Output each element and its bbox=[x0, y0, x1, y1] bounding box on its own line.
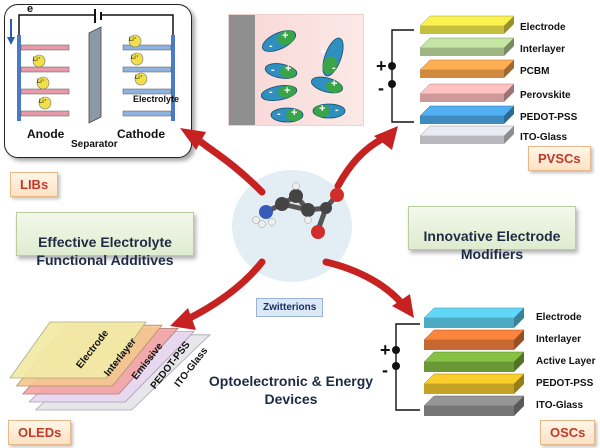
osc-layer-1 bbox=[423, 329, 525, 350]
arrow-to-oscs bbox=[322, 258, 408, 310]
minus-charge: - bbox=[335, 104, 339, 116]
plus-charge: + bbox=[319, 103, 326, 115]
electrode-modifiers-box: Innovative Electrode Modifiers bbox=[408, 206, 576, 262]
plus-charge: + bbox=[331, 78, 338, 90]
osc-layer-3 bbox=[423, 373, 525, 394]
pvsc-layer-3 bbox=[419, 83, 515, 102]
electrolyte-label: Electrolyte bbox=[133, 94, 180, 104]
arrow-to-oleds bbox=[182, 258, 266, 324]
pvsc-layer-0 bbox=[419, 15, 515, 34]
minus-charge: - bbox=[271, 64, 275, 76]
pvsc-terminal-1 bbox=[388, 80, 396, 88]
osc-layer-2 bbox=[423, 351, 525, 372]
lithium-ion-icons bbox=[32, 34, 148, 110]
libs-tag: LIBs bbox=[10, 172, 59, 197]
molecule-icon bbox=[252, 182, 344, 239]
electrolyte-additives-text: Effective Electrolyte Functional Additiv… bbox=[36, 234, 174, 268]
pvsc-panel: + - Electrode Interlayer PCBM Perovskite… bbox=[370, 4, 598, 184]
cathode-label: Cathode bbox=[117, 127, 165, 141]
separator-label: Separator bbox=[71, 139, 118, 150]
osc-layer-stack bbox=[392, 307, 525, 416]
glow-background bbox=[232, 170, 352, 282]
plus-charge: + bbox=[284, 85, 291, 97]
arrow-to-pvscs bbox=[334, 134, 388, 190]
zwitterion-panel: + - + - + - + - + + - + - bbox=[228, 14, 364, 126]
zwitterions-label: Zwitterions bbox=[256, 298, 324, 317]
pvsc-layer-4 bbox=[419, 105, 515, 124]
electrolyte-additives-box: Effective Electrolyte Functional Additiv… bbox=[16, 212, 194, 268]
pvscs-tag: PVSCs bbox=[528, 146, 591, 171]
plus-charge: + bbox=[285, 63, 292, 75]
libs-panel: e Li⁺ Li⁺ Li⁺ Li⁺ Li⁺ Li⁺ Electrolyte An… bbox=[4, 3, 192, 158]
osc-terminal-1 bbox=[392, 362, 400, 370]
arrow-to-libs bbox=[192, 134, 266, 196]
pvsc-layer-label-interlayer: Interlayer bbox=[520, 44, 566, 55]
li-ion-label: Li⁺ bbox=[33, 57, 41, 63]
li-ion-label: Li⁺ bbox=[37, 79, 45, 85]
pvsc-layer-label-pedot: PEDOT-PSS bbox=[520, 112, 578, 123]
osc-layer-0 bbox=[423, 307, 525, 328]
osc-label-electrode: Electrode bbox=[536, 312, 582, 323]
zwitterion-electrode-figure bbox=[229, 15, 346, 125]
oscs-tag: OSCs bbox=[540, 420, 596, 445]
electrode-modifiers-text: Innovative Electrode Modifiers bbox=[423, 228, 561, 262]
pvsc-layer-2 bbox=[419, 59, 515, 78]
osc-layer-4 bbox=[423, 395, 525, 416]
pvsc-layer-5 bbox=[419, 125, 515, 144]
osc-label-active: Active Layer bbox=[536, 356, 596, 367]
pvsc-layer-label-perovskite: Perovskite bbox=[520, 90, 571, 101]
pvsc-circuit-wire bbox=[391, 29, 414, 123]
plus-charge: + bbox=[320, 46, 327, 58]
osc-label-pedot: PEDOT-PSS bbox=[536, 378, 594, 389]
electron-label: e bbox=[27, 3, 34, 15]
pvsc-layer-stack bbox=[388, 15, 515, 144]
li-ion-label: Li⁺ bbox=[39, 99, 47, 105]
pvsc-terminal-0 bbox=[388, 62, 396, 70]
minus-charge: - bbox=[269, 40, 273, 52]
pvsc-layer-label-electrode: Electrode bbox=[520, 22, 566, 33]
plus-charge: + bbox=[282, 30, 289, 42]
plus-charge: + bbox=[291, 107, 298, 119]
battery-schematic bbox=[7, 9, 175, 124]
osc-minus: - bbox=[382, 360, 388, 380]
minus-charge: - bbox=[277, 108, 281, 120]
osc-terminal-0 bbox=[392, 346, 400, 354]
osc-label-interlayer: Interlayer bbox=[536, 334, 582, 345]
li-ion-label: Li⁺ bbox=[135, 75, 143, 81]
li-ion-label: Li⁺ bbox=[129, 37, 137, 43]
pvsc-layer-1 bbox=[419, 37, 515, 56]
osc-label-ito: ITO-Glass bbox=[536, 400, 584, 411]
anode-label: Anode bbox=[27, 127, 65, 141]
pvsc-layer-label-pcbm: PCBM bbox=[520, 66, 550, 77]
pvsc-plus: + bbox=[376, 56, 387, 76]
minus-charge: - bbox=[332, 62, 336, 74]
osc-panel: + - Electrode Interlayer Active Layer PE… bbox=[372, 300, 600, 430]
oled-layer-0 bbox=[9, 321, 147, 379]
oled-layer-stack bbox=[9, 321, 211, 411]
osc-plus: + bbox=[380, 340, 391, 360]
li-ion-label: Li⁺ bbox=[131, 55, 139, 61]
arrowheads bbox=[170, 126, 414, 330]
pvsc-layer-label-ito: ITO-Glass bbox=[520, 132, 568, 143]
oled-panel: Electrode Interlayer Emissive PEDOT-PSS … bbox=[6, 316, 216, 412]
pvsc-minus: - bbox=[378, 78, 384, 98]
zwitterion-ellipses bbox=[260, 30, 346, 123]
oleds-tag: OLEDs bbox=[8, 420, 72, 445]
bottom-title: Optoelectronic & Energy Devices bbox=[208, 373, 374, 407]
arrows bbox=[182, 134, 408, 324]
minus-charge: - bbox=[269, 86, 273, 98]
